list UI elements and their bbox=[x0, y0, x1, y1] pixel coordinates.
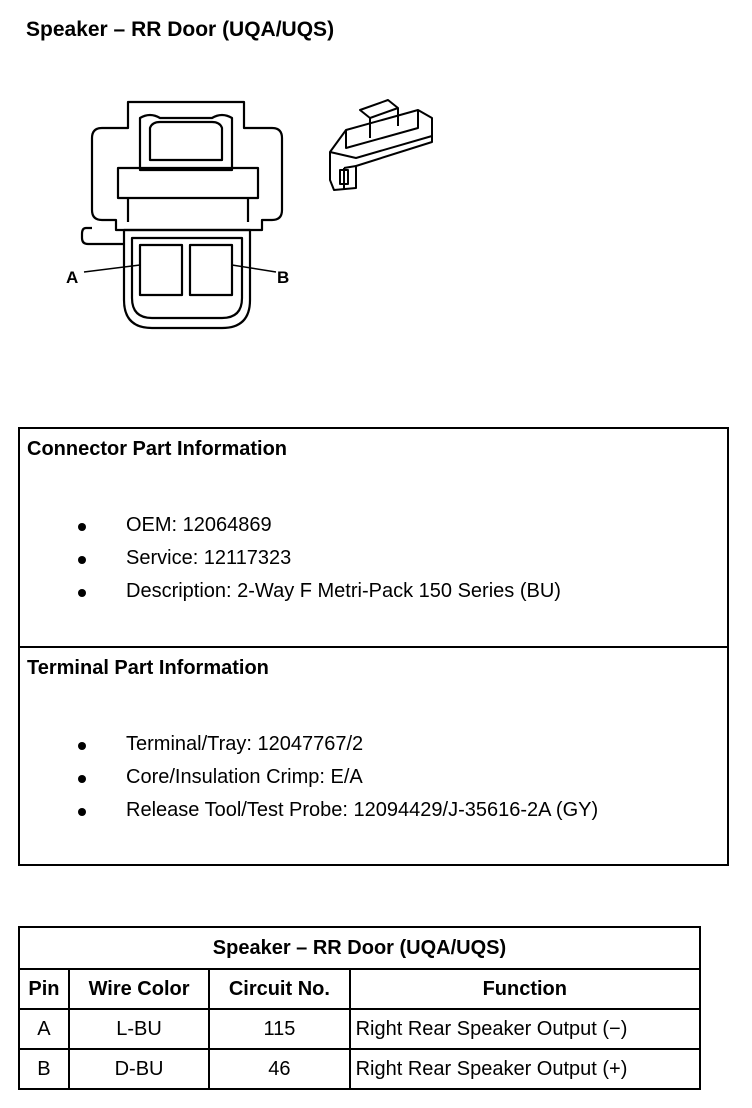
table-header-row: Pin Wire Color Circuit No. Function bbox=[18, 968, 702, 1010]
cell-circuit-no: 115 bbox=[208, 1008, 351, 1050]
header-wire-color: Wire Color bbox=[67, 968, 211, 1010]
page-title: Speaker – RR Door (UQA/UQS) bbox=[26, 18, 335, 41]
pin-label-b: B bbox=[277, 268, 289, 287]
bullet-icon bbox=[78, 556, 86, 564]
cell-pin: A bbox=[18, 1008, 70, 1050]
table-row: A L-BU 115 Right Rear Speaker Output (−) bbox=[18, 1008, 702, 1050]
mid-band bbox=[116, 166, 260, 200]
cell-function: Right Rear Speaker Output (−) bbox=[348, 1008, 702, 1050]
table-caption: Speaker – RR Door (UQA/UQS) bbox=[18, 926, 701, 970]
header-pin: Pin bbox=[18, 968, 70, 1010]
list-item: Description: 2-Way F Metri-Pack 150 Seri… bbox=[20, 575, 561, 608]
cavity-body bbox=[122, 228, 252, 330]
bullet-icon bbox=[78, 775, 86, 783]
bullet-icon bbox=[78, 589, 86, 597]
terminal-info-section: Terminal Part Information Terminal/Tray:… bbox=[20, 648, 727, 864]
list-item: Core/Insulation Crimp: E/A bbox=[20, 761, 598, 794]
bullet-icon bbox=[78, 523, 86, 531]
pin-label-a: A bbox=[66, 268, 78, 287]
bullet-icon bbox=[78, 808, 86, 816]
list-item: Service: 12117323 bbox=[20, 542, 561, 575]
cell-function: Right Rear Speaker Output (+) bbox=[348, 1048, 702, 1090]
connector-iso-view bbox=[329, 99, 433, 191]
connector-diagram: A B bbox=[66, 99, 433, 330]
list-item: OEM: 12064869 bbox=[20, 509, 561, 542]
cavity-b bbox=[188, 243, 234, 297]
part-info-box: Connector Part Information OEM: 12064869… bbox=[18, 427, 729, 866]
connector-info-heading: Connector Part Information bbox=[27, 438, 288, 460]
cell-wire-color: L-BU bbox=[67, 1008, 211, 1050]
cell-wire-color: D-BU bbox=[67, 1048, 211, 1090]
list-item: Terminal/Tray: 12047767/2 bbox=[20, 728, 598, 761]
header-circuit-no: Circuit No. bbox=[208, 968, 351, 1010]
housing-outline bbox=[90, 100, 284, 232]
list-item: Release Tool/Test Probe: 12094429/J-3561… bbox=[20, 794, 598, 827]
cell-circuit-no: 46 bbox=[208, 1048, 351, 1090]
connector-info-section: Connector Part Information OEM: 12064869… bbox=[20, 429, 727, 648]
terminal-info-list: Terminal/Tray: 12047767/2 Core/Insulatio… bbox=[20, 728, 598, 827]
latch-hump bbox=[138, 113, 234, 172]
latch-inner bbox=[148, 120, 224, 162]
terminal-info-heading: Terminal Part Information bbox=[27, 657, 269, 679]
cell-pin: B bbox=[18, 1048, 70, 1090]
bullet-icon bbox=[78, 742, 86, 750]
table-row: B D-BU 46 Right Rear Speaker Output (+) bbox=[18, 1048, 702, 1090]
connector-info-list: OEM: 12064869 Service: 12117323 Descript… bbox=[20, 509, 561, 608]
pinout-table: Speaker – RR Door (UQA/UQS) Pin Wire Col… bbox=[18, 926, 702, 1090]
header-function: Function bbox=[348, 968, 702, 1010]
cavity-a bbox=[138, 243, 184, 297]
